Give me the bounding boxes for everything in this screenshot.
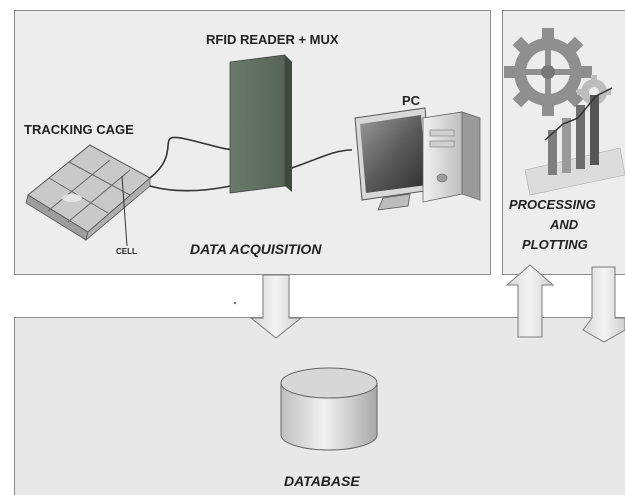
processing-label-line3: PLOTTING [522,237,588,252]
rfid-reader-icon [229,54,292,194]
gear-icon [504,28,611,116]
database-title: DATABASE [284,473,360,489]
processing-label-line1: PROCESSING [509,197,596,212]
cell-pointer [121,175,128,247]
tracking-cage-label: TRACKING CAGE [24,122,134,137]
arrow-acquisition-to-database [249,274,303,339]
pc-label: PC [402,93,421,108]
cell-label: CELL [116,247,137,256]
pc-icon [354,107,481,211]
cable-cage-to-reader [149,136,239,179]
bar-chart-icon [524,87,625,196]
rfid-reader-label: RFID READER + MUX [206,32,339,47]
data-acquisition-title: DATA ACQUISITION [190,241,322,257]
arrow-processing-to-database [582,266,625,343]
arrow-database-to-processing [505,264,555,338]
processing-label-line2: AND [550,217,579,232]
database-icon [280,367,378,451]
tracking-cage-icon [25,144,151,247]
